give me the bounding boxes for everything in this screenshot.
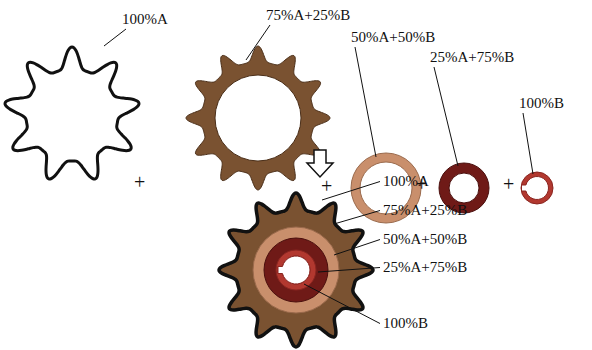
composite-ring-25 [264, 238, 328, 302]
part-label: 25%A+75%B [430, 50, 514, 65]
composite-hub [276, 250, 316, 290]
part-label: 100%B [519, 96, 564, 111]
part-label: 50%A+50%B [351, 30, 435, 45]
plus-sign: + [321, 176, 332, 196]
part-label: 75%A+25%B [383, 203, 467, 218]
down-arrow [307, 150, 333, 177]
part-label: 100%A [122, 12, 168, 27]
part-label: 100%A [383, 174, 429, 189]
plus-sign: + [134, 172, 145, 192]
leader-line [304, 284, 380, 324]
part-label: 25%A+75%B [383, 260, 467, 275]
part-label: 100%B [383, 316, 428, 331]
keyed-hub [521, 172, 553, 204]
leader-line [355, 47, 376, 157]
gear-blank [186, 46, 330, 190]
plus-sign: + [503, 174, 514, 194]
part-label: 50%A+50%B [383, 232, 467, 247]
leader-line [334, 211, 380, 225]
leader-line [334, 240, 380, 256]
bore [278, 256, 310, 284]
star-outline [5, 47, 139, 179]
leader-line [104, 29, 126, 46]
leader-line [523, 113, 533, 174]
leader-line [246, 25, 270, 60]
composite-ring-50 [253, 227, 339, 313]
part-label: 75%A+25%B [266, 8, 350, 23]
leader-line [434, 67, 458, 166]
leader-line [318, 268, 380, 273]
